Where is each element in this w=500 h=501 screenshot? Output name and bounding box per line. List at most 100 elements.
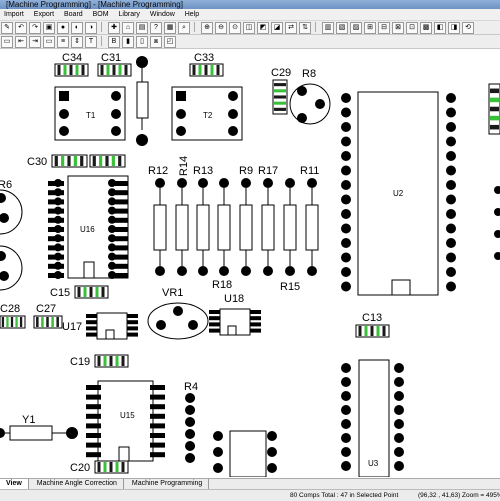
pad[interactable] <box>228 109 238 119</box>
toolbar2-button-10[interactable]: ⧈ <box>150 36 162 48</box>
toolbar-button-2[interactable]: ↷ <box>29 22 41 34</box>
pad[interactable] <box>241 266 251 276</box>
pad[interactable] <box>187 454 195 462</box>
toolbar2-button-7[interactable]: B <box>108 36 120 48</box>
pad[interactable] <box>341 151 351 161</box>
pad[interactable] <box>341 252 351 263</box>
toolbar-button-16[interactable]: ◫ <box>243 22 255 34</box>
toolbar2-button-1[interactable]: ⇤ <box>15 36 27 48</box>
toolbar-button-4[interactable]: ● <box>57 22 69 34</box>
pad[interactable] <box>394 419 404 429</box>
toolbar-button-21[interactable]: ▥ <box>322 22 334 34</box>
pad[interactable] <box>111 126 121 136</box>
pad[interactable] <box>394 433 404 443</box>
pad[interactable] <box>341 180 351 190</box>
pad[interactable] <box>394 461 404 471</box>
pad[interactable] <box>285 266 295 276</box>
pad[interactable] <box>341 391 351 401</box>
toolbar2-button-0[interactable]: ▭ <box>1 36 13 48</box>
pad[interactable] <box>446 107 456 118</box>
pad[interactable] <box>267 431 277 441</box>
toolbar2-button-8[interactable]: ▮ <box>122 36 134 48</box>
pad[interactable] <box>59 109 69 119</box>
pad[interactable] <box>263 266 273 276</box>
pad[interactable] <box>494 186 500 194</box>
pad[interactable] <box>0 428 5 438</box>
pad[interactable] <box>297 113 307 123</box>
pad[interactable] <box>394 363 404 373</box>
resistor-body[interactable] <box>283 204 297 251</box>
pad[interactable] <box>263 178 273 188</box>
toolbar2-button-5[interactable]: ⇕ <box>71 36 83 48</box>
pad[interactable] <box>494 208 500 216</box>
pad[interactable] <box>341 363 351 373</box>
resistor-body[interactable] <box>196 204 210 251</box>
resistor-body[interactable] <box>305 204 319 251</box>
pad[interactable] <box>341 281 351 292</box>
pad[interactable] <box>213 431 223 441</box>
pad[interactable] <box>177 178 187 188</box>
pad[interactable] <box>297 86 307 96</box>
pad[interactable] <box>155 266 165 276</box>
toolbar-button-8[interactable]: ⌂ <box>122 22 134 34</box>
toolbar-button-6[interactable]: ◑ <box>85 22 97 34</box>
toolbar-button-25[interactable]: ⊟ <box>378 22 390 34</box>
pad[interactable] <box>341 223 351 234</box>
pad[interactable] <box>341 377 351 387</box>
resistor-body[interactable] <box>136 81 149 119</box>
pad[interactable] <box>394 405 404 415</box>
toolbar-button-22[interactable]: ▧ <box>336 22 348 34</box>
pad[interactable] <box>213 447 223 457</box>
pad[interactable] <box>341 419 351 429</box>
resistor-body[interactable] <box>175 204 189 251</box>
toolbar-button-17[interactable]: ◩ <box>257 22 269 34</box>
tab-machine-programming[interactable]: Machine Programming <box>126 479 210 489</box>
pad[interactable] <box>59 126 69 136</box>
tab-view[interactable]: View <box>0 479 29 489</box>
toolbar2-button-3[interactable]: ▭ <box>43 36 55 48</box>
pad[interactable] <box>307 266 317 276</box>
toolbar-button-15[interactable]: ⊙ <box>229 22 241 34</box>
pad[interactable] <box>446 180 456 190</box>
toolbar-button-14[interactable]: ⊖ <box>215 22 227 34</box>
toolbar-button-18[interactable]: ◪ <box>271 22 283 34</box>
pad[interactable] <box>187 406 195 414</box>
crystal-body[interactable] <box>9 425 53 441</box>
pad[interactable] <box>198 178 208 188</box>
pad[interactable] <box>446 281 456 292</box>
pad[interactable] <box>446 93 456 103</box>
pad[interactable] <box>267 447 277 457</box>
toolbar-button-28[interactable]: ▩ <box>420 22 432 34</box>
pad[interactable] <box>66 427 78 439</box>
pad[interactable] <box>228 126 238 136</box>
toolbar-button-20[interactable]: ⇅ <box>299 22 311 34</box>
ic-notch[interactable] <box>227 325 237 336</box>
pad[interactable] <box>307 178 317 188</box>
pad[interactable] <box>341 433 351 443</box>
pad[interactable] <box>446 252 456 263</box>
pad[interactable] <box>187 418 195 426</box>
menu-help[interactable]: Help <box>184 11 200 18</box>
pad[interactable] <box>136 134 148 146</box>
pad[interactable] <box>176 109 186 119</box>
menu-export[interactable]: Export <box>33 11 55 18</box>
ic-body[interactable] <box>229 430 267 477</box>
pad[interactable] <box>446 267 456 277</box>
pad[interactable] <box>446 151 456 161</box>
pad[interactable] <box>341 93 351 103</box>
pad[interactable] <box>228 91 238 101</box>
pad[interactable] <box>136 56 148 68</box>
toolbar2-button-4[interactable]: ≡ <box>57 36 69 48</box>
pad[interactable] <box>173 306 183 316</box>
toolbar-button-26[interactable]: ⊠ <box>392 22 404 34</box>
resistor-body[interactable] <box>153 204 167 251</box>
pad[interactable] <box>341 461 351 471</box>
toolbar2-button-9[interactable]: ▯ <box>136 36 148 48</box>
toolbar2-button-11[interactable]: ◰ <box>164 36 176 48</box>
square-pad[interactable] <box>176 91 186 101</box>
pad[interactable] <box>177 266 187 276</box>
pad[interactable] <box>341 165 351 176</box>
pad[interactable] <box>176 126 186 136</box>
menu-library[interactable]: Library <box>118 11 140 18</box>
